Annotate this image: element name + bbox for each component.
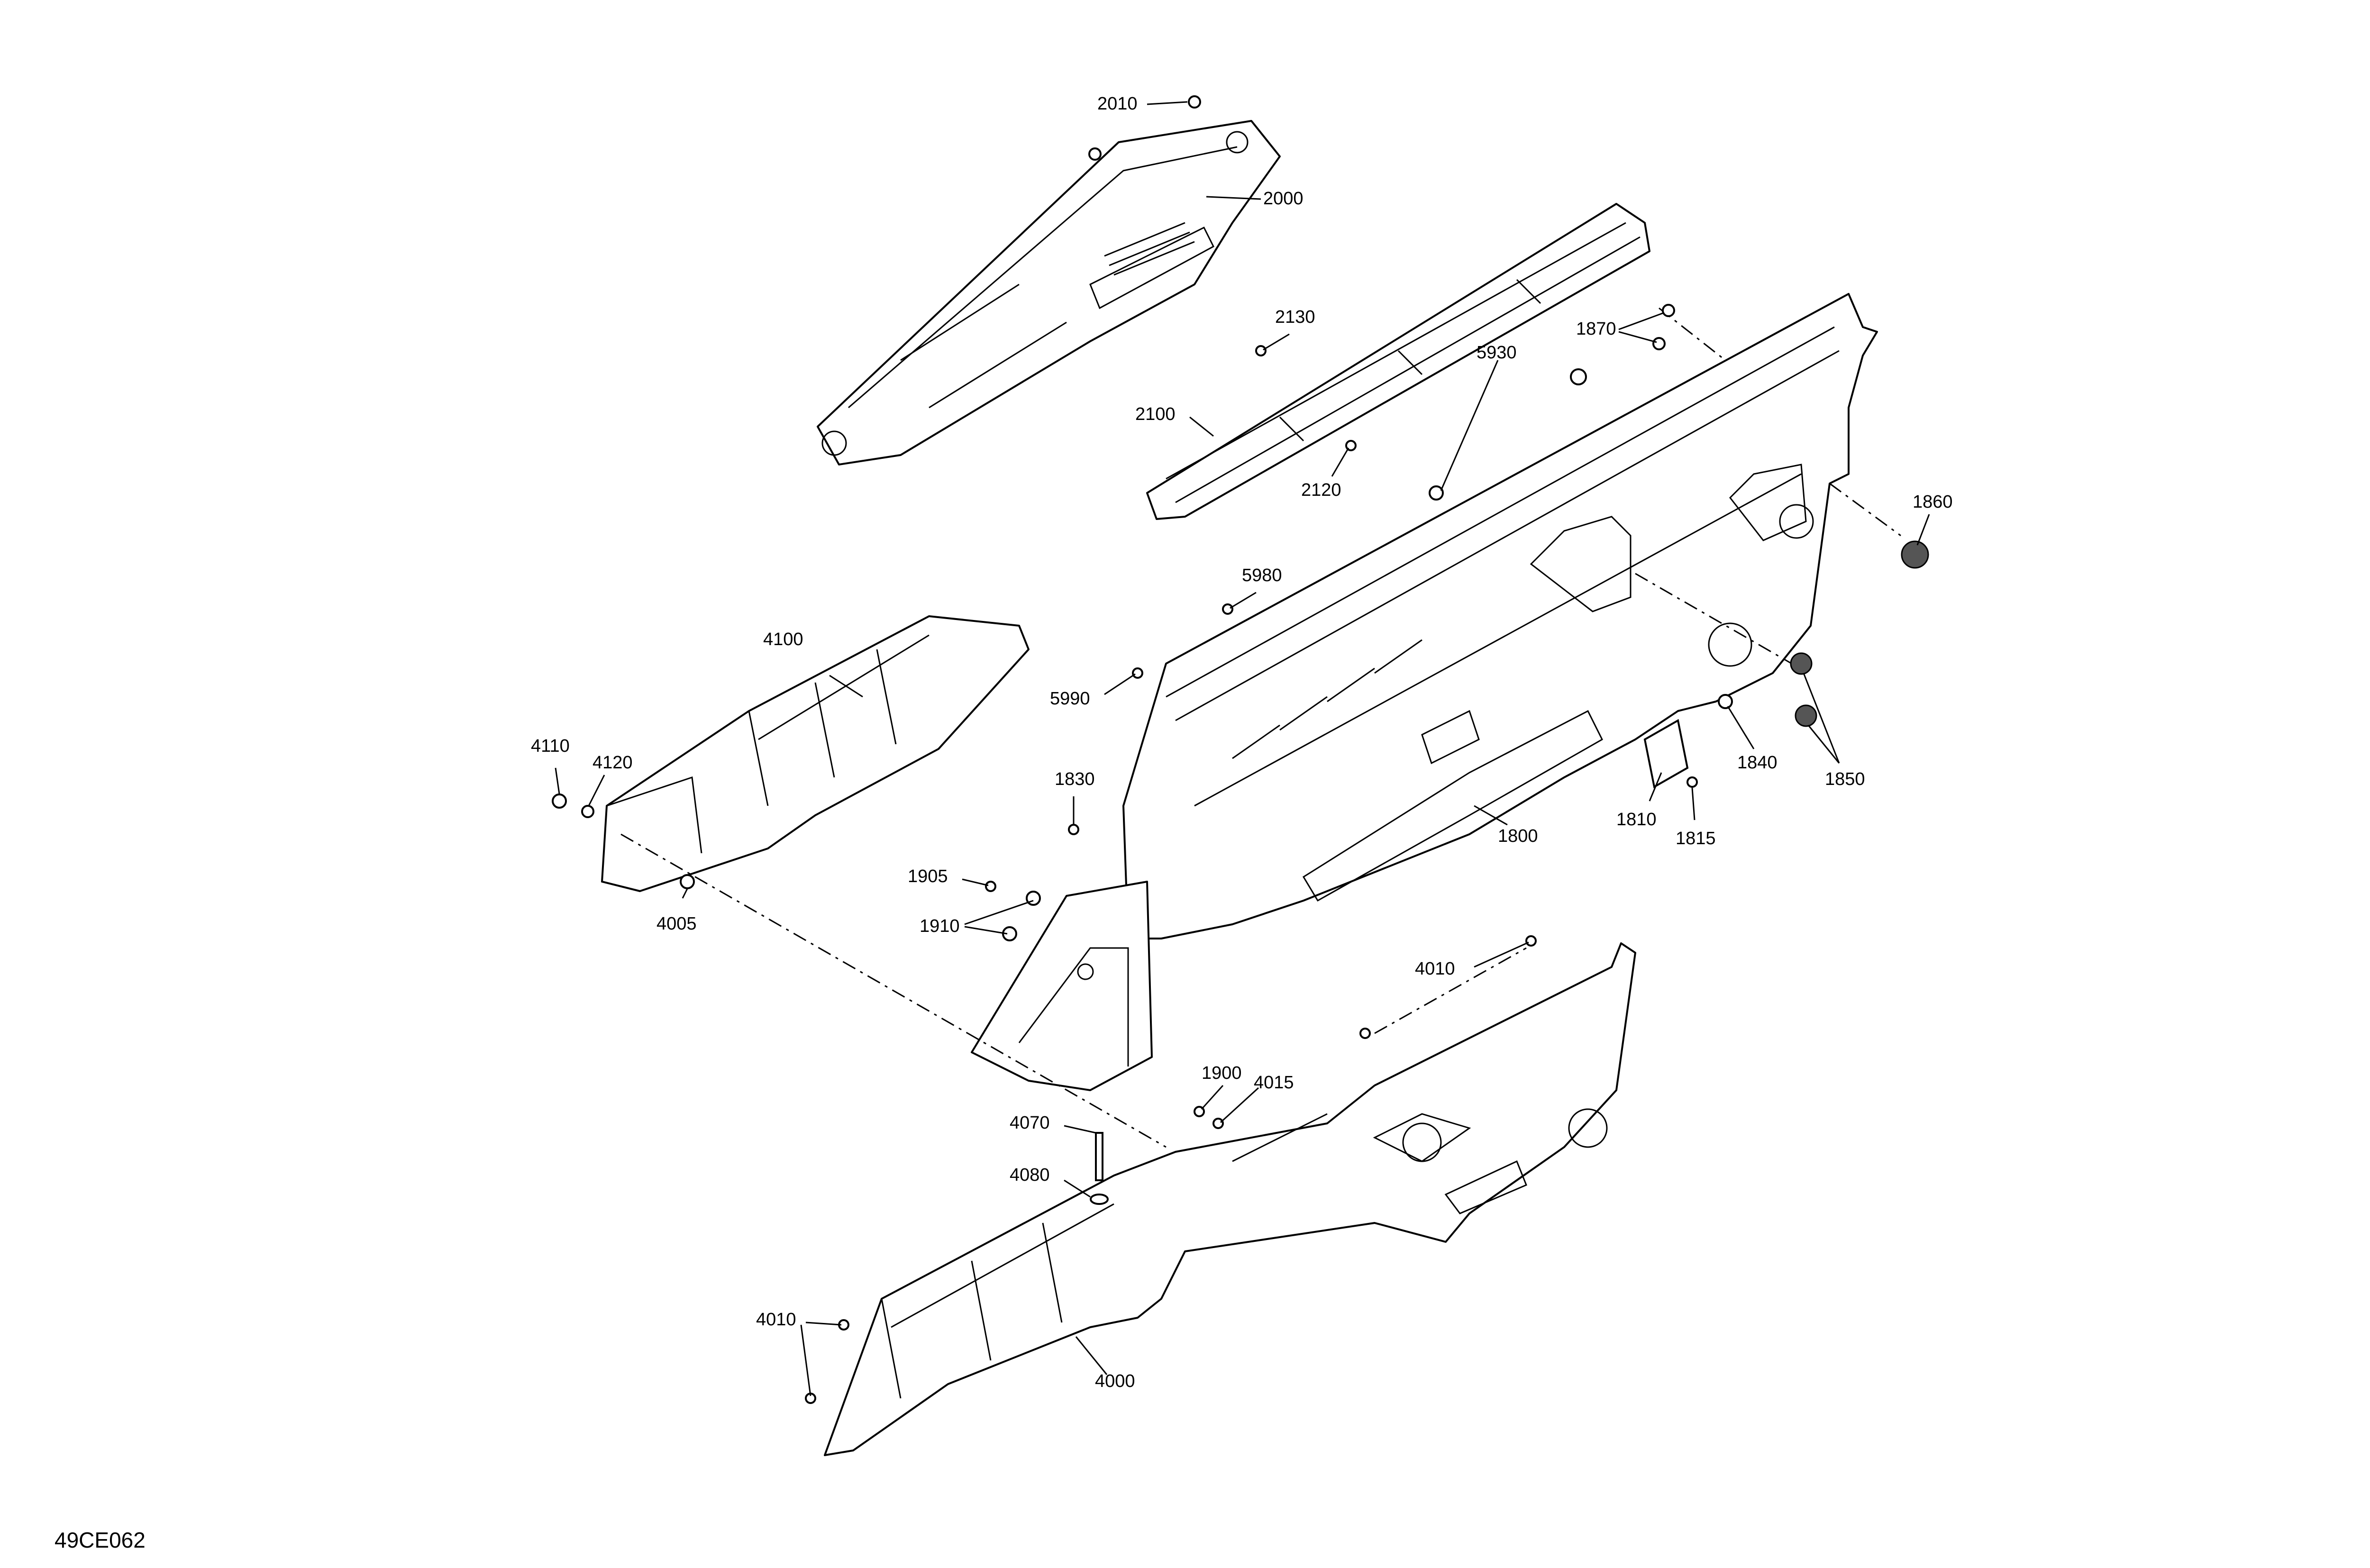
callout-4080: 4080 <box>1010 1165 1050 1185</box>
callout-1905: 1905 <box>908 866 948 886</box>
callout-1830: 1830 <box>1055 769 1095 789</box>
leader-lines <box>555 101 1930 1396</box>
callout-4070: 4070 <box>1010 1113 1050 1133</box>
part-2000-side-panel <box>817 120 1281 465</box>
callout-5990: 5990 <box>1050 689 1090 709</box>
callout-1840: 1840 <box>1737 753 1778 773</box>
callout-5980: 5980 <box>1242 565 1282 585</box>
callout-1870: 1870 <box>1576 319 1616 339</box>
diagram-reference-code: 49CE062 <box>55 1528 146 1552</box>
fasteners <box>552 95 1929 1404</box>
part-1800-dash-frame <box>1122 293 1878 939</box>
part-4100-duct-box <box>601 615 1030 892</box>
callout-4120: 4120 <box>592 753 633 773</box>
callout-5930: 5930 <box>1477 343 1517 363</box>
callout-4005: 4005 <box>656 914 697 934</box>
callout-1900: 1900 <box>1202 1063 1242 1083</box>
callout-4110: 4110 <box>531 736 570 756</box>
alignment-line-4010 <box>1374 947 1527 1034</box>
callout-4010-upper: 4010 <box>1415 959 1455 979</box>
alignment-line-1860 <box>1829 483 1901 537</box>
alignment-line-1850 <box>1635 573 1792 665</box>
callout-2010: 2010 <box>1097 94 1138 114</box>
part-4000-lower-dash <box>824 942 1636 1456</box>
callout-2120: 2120 <box>1301 480 1341 500</box>
callout-4000: 4000 <box>1095 1371 1135 1391</box>
callout-2000: 2000 <box>1263 189 1304 209</box>
part-mount-bracket <box>971 881 1153 1091</box>
callout-2100: 2100 <box>1135 404 1176 424</box>
callout-2130: 2130 <box>1275 307 1315 327</box>
callout-1910: 1910 <box>920 916 960 936</box>
callout-4015: 4015 <box>1254 1073 1294 1093</box>
callout-1815: 1815 <box>1676 829 1716 848</box>
callout-1810: 1810 <box>1616 810 1657 830</box>
callout-4100: 4100 <box>763 629 803 649</box>
callout-1850: 1850 <box>1825 769 1865 789</box>
callout-1800: 1800 <box>1498 826 1538 846</box>
alignment-line-4005 <box>620 833 1167 1148</box>
callout-4010-lower: 4010 <box>756 1310 796 1330</box>
part-2100-upper-rail <box>1146 203 1650 520</box>
callout-1860: 1860 <box>1913 492 1953 512</box>
